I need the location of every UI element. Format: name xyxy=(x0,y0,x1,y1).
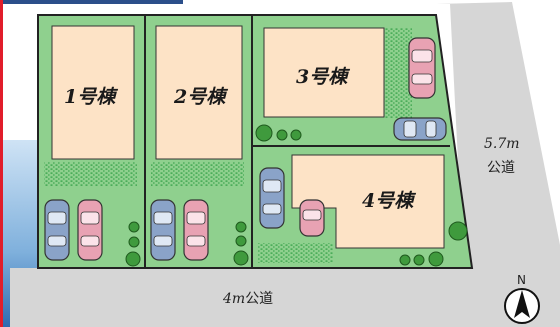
building-1 xyxy=(51,25,135,160)
car xyxy=(44,199,70,261)
tree xyxy=(128,236,140,248)
tree xyxy=(290,129,302,141)
car xyxy=(77,199,103,261)
lot-4-label: 4号棟 xyxy=(362,190,414,212)
frame-blue-top xyxy=(3,0,183,4)
lawn-strip xyxy=(258,243,333,263)
lawn-strip xyxy=(151,162,244,186)
car xyxy=(183,199,209,261)
tree xyxy=(399,254,411,266)
lot-2-label: 2号棟 xyxy=(174,86,226,108)
lot-3-label: 3号棟 xyxy=(296,66,348,88)
tree xyxy=(413,254,425,266)
building-3 xyxy=(263,27,385,118)
lawn-strip xyxy=(384,28,412,118)
tree xyxy=(125,251,141,267)
south-road-width: 4m xyxy=(223,291,246,307)
south-road-label: 4m公道 xyxy=(223,288,273,308)
building-4 xyxy=(291,154,445,249)
car xyxy=(150,199,176,261)
building-2 xyxy=(155,25,243,160)
tree xyxy=(448,221,468,241)
tree xyxy=(128,221,140,233)
tree xyxy=(233,250,249,266)
south-road-type: 公道 xyxy=(245,291,274,307)
lawn-strip xyxy=(44,162,137,186)
compass-label: N xyxy=(517,273,526,287)
east-road-type-label: 公道 xyxy=(487,160,515,176)
tree xyxy=(428,251,444,267)
east-road-width-label: 5.7m xyxy=(484,136,520,152)
car xyxy=(393,117,447,141)
car xyxy=(408,37,436,99)
car xyxy=(259,167,285,229)
frame-red-left xyxy=(0,0,3,327)
tree xyxy=(235,221,247,233)
tree xyxy=(235,235,247,247)
lot-1-label: 1号棟 xyxy=(64,86,116,108)
tree xyxy=(255,124,273,142)
south-road xyxy=(10,268,500,327)
tree xyxy=(276,129,288,141)
car xyxy=(299,199,325,237)
north-compass-icon xyxy=(504,288,540,324)
